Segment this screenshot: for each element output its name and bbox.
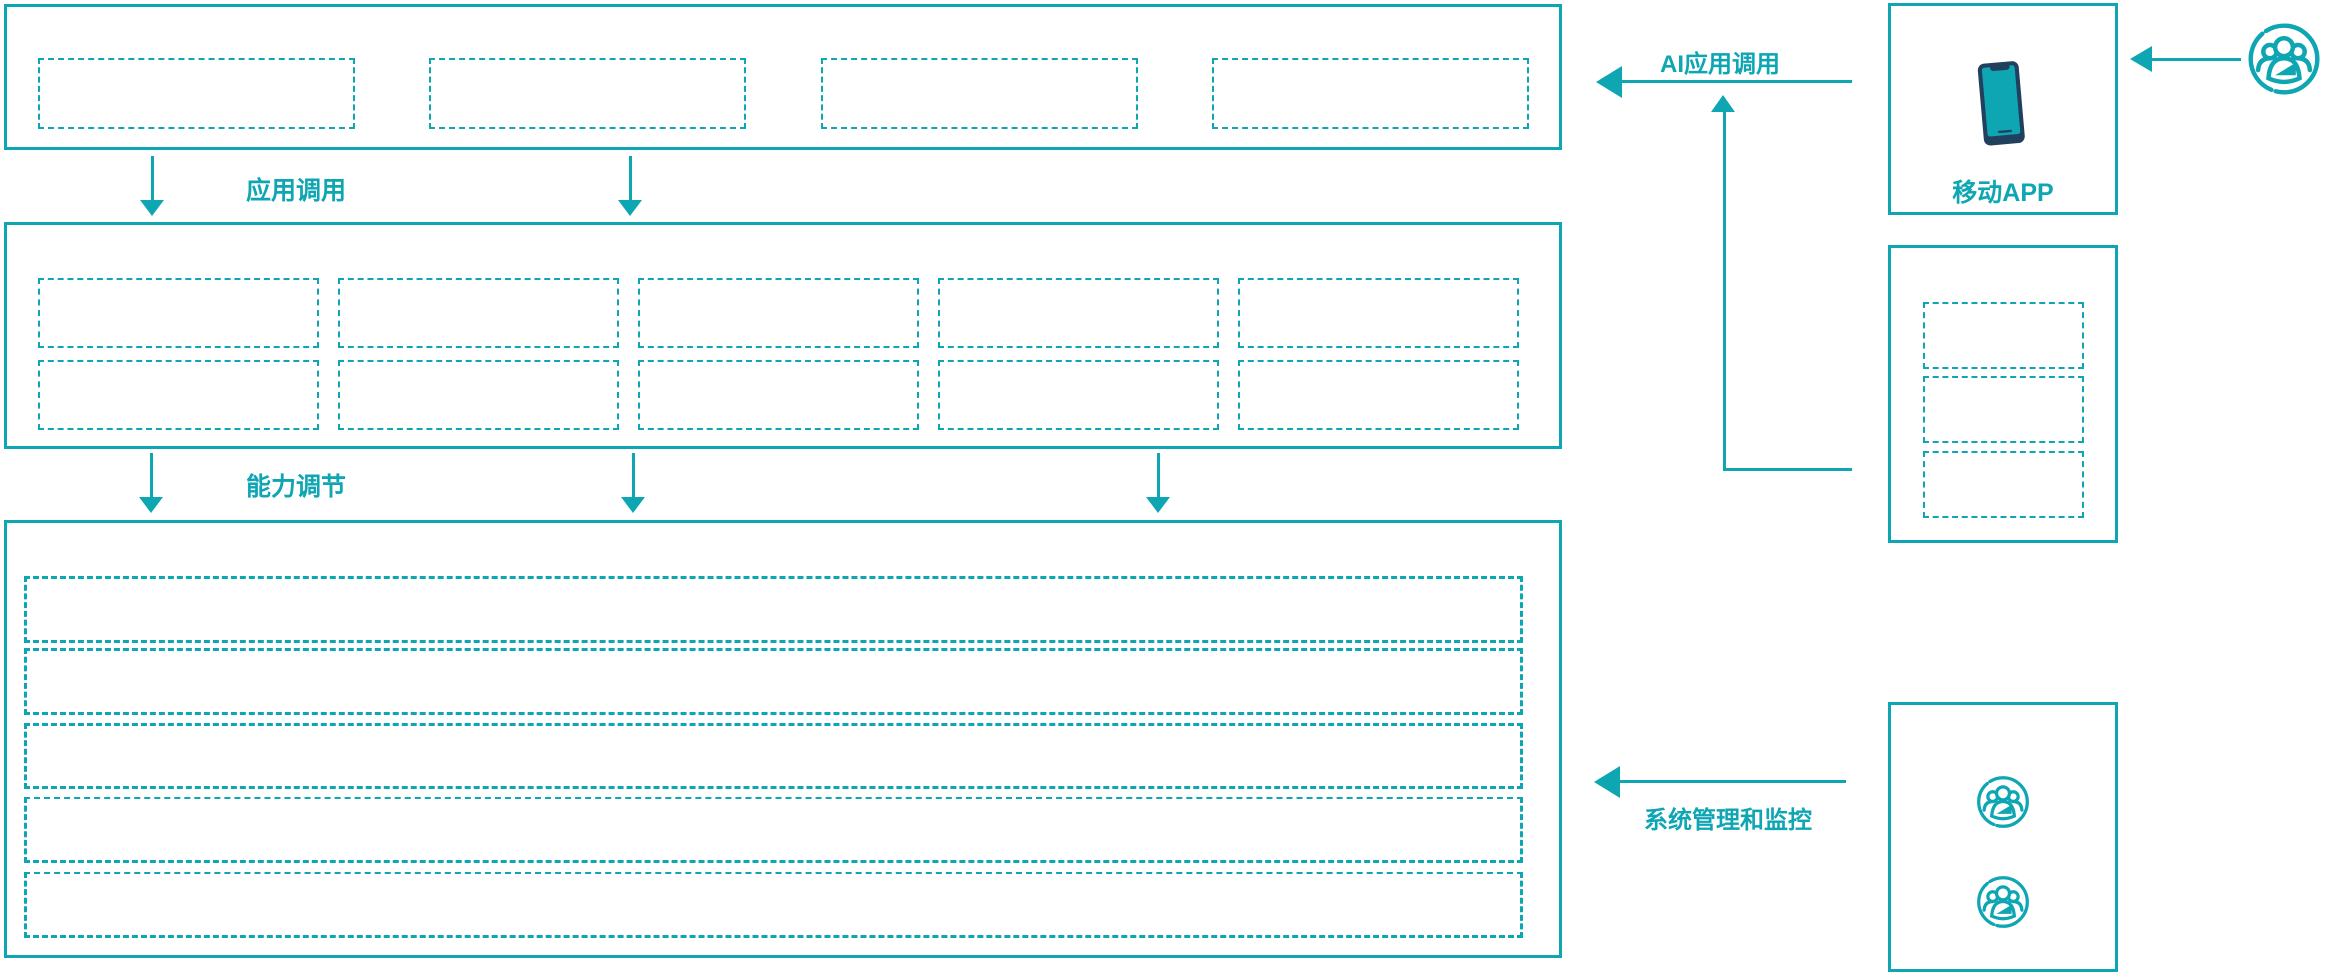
- ai-app-call-label: AI应用调用: [1660, 51, 1780, 78]
- placeholder-band: [24, 648, 1523, 715]
- placeholder-box: [38, 58, 355, 129]
- ai-call-arrow-shaft: [1620, 80, 1852, 83]
- middle-row: [7, 278, 1559, 348]
- system-monitor-label: 系统管理和监控: [1644, 807, 1812, 834]
- placeholder-box: [1923, 302, 2084, 369]
- down-arrow-shaft: [629, 156, 632, 200]
- smartphone-icon: [1977, 61, 2025, 146]
- left-arrow-icon: [2130, 46, 2152, 72]
- app-list-box: [1888, 245, 2118, 543]
- mobile-app-label: 移动APP: [1952, 179, 2054, 207]
- left-arrow-icon: [1596, 66, 1622, 98]
- top-layer-box: [4, 4, 1562, 150]
- down-arrow-shaft: [632, 453, 635, 497]
- app-call-label: 应用调用: [246, 177, 347, 205]
- users-icon: [1977, 776, 2029, 828]
- placeholder-box: [1923, 376, 2084, 443]
- placeholder-box: [938, 278, 1219, 348]
- down-arrow-icon: [1146, 497, 1170, 513]
- mobile-app-box: 移动APP: [1888, 3, 2118, 215]
- placeholder-band: [24, 797, 1523, 863]
- capability-adjust-label: 能力调节: [246, 473, 347, 501]
- down-arrow-icon: [140, 200, 164, 216]
- placeholder-box: [1211, 58, 1529, 129]
- monitor-box: [1888, 702, 2118, 972]
- placeholder-band: [24, 576, 1523, 643]
- placeholder-box: [1923, 451, 2084, 518]
- down-arrow-shaft: [151, 156, 154, 200]
- connector-line: [1723, 468, 1852, 471]
- down-arrow-shaft: [1157, 453, 1160, 497]
- placeholder-box: [338, 360, 619, 430]
- placeholder-box: [38, 278, 319, 348]
- users-icon: [1977, 876, 2029, 928]
- up-arrow-icon: [1711, 95, 1735, 112]
- placeholder-box: [638, 360, 919, 430]
- placeholder-box: [338, 278, 619, 348]
- up-arrow-shaft: [1723, 112, 1726, 468]
- down-arrow-shaft: [150, 453, 153, 497]
- placeholder-box: [429, 58, 747, 129]
- left-arrow-icon: [1594, 766, 1620, 798]
- placeholder-box: [1238, 278, 1519, 348]
- user-arrow-shaft: [2150, 58, 2241, 61]
- placeholder-box: [38, 360, 319, 430]
- placeholder-box: [820, 58, 1138, 129]
- placeholder-band: [24, 872, 1523, 938]
- users-icon: [2247, 22, 2321, 96]
- middle-row: [7, 360, 1559, 430]
- middle-layer-box: [4, 222, 1562, 449]
- down-arrow-icon: [139, 497, 163, 513]
- placeholder-box: [938, 360, 1219, 430]
- down-arrow-icon: [618, 200, 642, 216]
- placeholder-box: [638, 278, 919, 348]
- down-arrow-icon: [621, 497, 645, 513]
- bottom-layer-box: [4, 520, 1562, 958]
- monitor-arrow-shaft: [1618, 780, 1846, 783]
- placeholder-band: [24, 723, 1523, 789]
- placeholder-box: [1238, 360, 1519, 430]
